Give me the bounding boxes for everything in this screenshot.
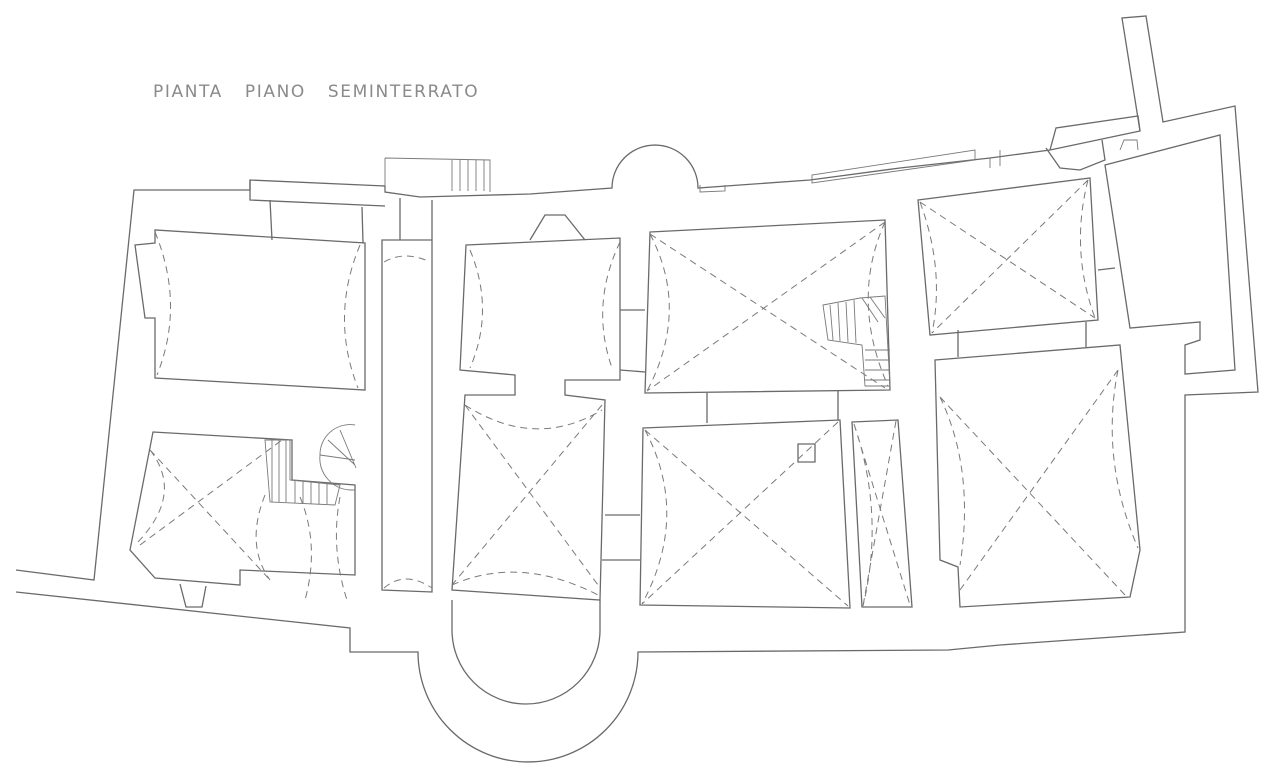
north-path-1 <box>699 185 726 193</box>
passage-1 <box>619 309 646 373</box>
vault-room-4 <box>646 221 889 392</box>
external-features <box>384 139 1139 193</box>
corridor-west <box>381 239 433 593</box>
room-7 <box>917 177 1099 336</box>
outer-walls <box>15 15 1259 763</box>
north-outer-wall <box>15 15 1259 763</box>
vault-room-6 <box>853 420 911 607</box>
room-2 <box>129 431 356 586</box>
passage-6 <box>399 198 433 240</box>
east-inner-wall <box>1049 115 1141 151</box>
room-8 <box>934 344 1141 608</box>
north-court-wall <box>249 180 386 207</box>
passage-5 <box>269 199 364 244</box>
room-5 <box>639 419 851 609</box>
stair-west-treads <box>271 440 328 504</box>
stair-west-outline <box>264 439 341 506</box>
room-1 <box>134 229 366 391</box>
vault-room-3b <box>451 404 603 596</box>
stair-west-spiral <box>319 424 357 491</box>
passage-2 <box>706 391 839 423</box>
vault-room-3a <box>469 241 621 369</box>
stair-center-treads <box>829 296 890 381</box>
niche-1 <box>529 214 586 241</box>
north-path-3 <box>989 150 1001 168</box>
apse-south <box>451 600 601 705</box>
vault-room-2 <box>134 439 283 581</box>
room-9 <box>1104 134 1236 375</box>
north-steps <box>451 160 485 191</box>
small-vent <box>797 443 816 463</box>
niche-3 <box>179 583 207 608</box>
room-6 <box>851 419 913 608</box>
north-path-2 <box>811 149 976 184</box>
north-terrace <box>384 157 491 192</box>
rooms <box>129 134 1236 705</box>
vault-passage-corner <box>299 496 349 604</box>
niche-2 <box>1045 139 1106 171</box>
east-wall-bump <box>1097 267 1116 271</box>
drawing-title: PIANTA PIANO SEMINTERRATO <box>153 82 480 102</box>
vault-room-5 <box>641 421 849 607</box>
vault-room-1 <box>154 231 361 389</box>
room-3 <box>451 237 621 601</box>
vaults <box>134 179 1139 607</box>
vault-room-8 <box>939 369 1139 596</box>
vault-corridor-west <box>383 255 433 589</box>
stair-center-outline <box>822 295 891 387</box>
east-tower-link <box>1119 139 1139 151</box>
room-4 <box>644 219 891 394</box>
passage-3 <box>602 514 640 561</box>
staircases <box>264 295 891 506</box>
vault-room-7 <box>919 179 1096 334</box>
passage-4 <box>957 322 1087 357</box>
